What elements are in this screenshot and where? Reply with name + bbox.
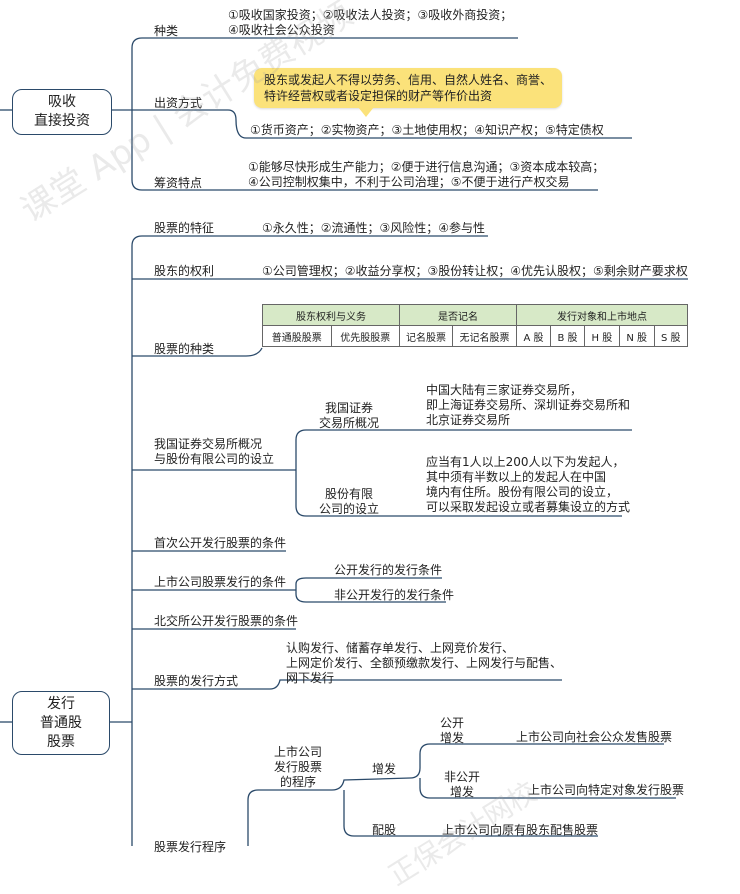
methods-text-underline: [269, 679, 562, 690]
public-add-text: 上市公司向社会公众发售股票: [516, 730, 673, 744]
table-cell: A 股: [516, 325, 551, 347]
root-node-label: 吸收 直接投资: [34, 94, 90, 129]
public-add-underline: [409, 743, 664, 779]
exchange-sub-label-overview: 我国证券 交易所概况: [318, 401, 379, 430]
branch-label-ipo: 首次公开发行股票的条件: [154, 536, 287, 550]
branch-label-bse: 北交所公开发行股票的条件: [154, 614, 299, 628]
branch-label-features: 筹资特点: [154, 176, 203, 190]
table-cell: 普通股股票: [262, 325, 332, 347]
peigu-underline: [343, 790, 598, 837]
table-cell: N 股: [618, 325, 655, 347]
listed-private-label: 非公开发行的发行条件: [334, 588, 455, 602]
branch-label-exchange: 我国证券交易所概况 与股份有限公司的设立: [154, 437, 275, 466]
branch-label-methods: 股票的发行方式: [154, 674, 239, 688]
listed-private-underline: [295, 590, 446, 603]
listed-public-underline: [295, 577, 442, 590]
procedure-zengfa-label: 增发: [372, 762, 397, 776]
branch-label-procedure: 股票发行程序: [154, 840, 227, 854]
private-add-label: 非公开 增发: [443, 770, 480, 799]
exchange-sub2-underline: [295, 470, 622, 517]
exchange-sub1-underline: [295, 429, 632, 470]
types-underline: [132, 347, 263, 357]
table-header-listing: 发行对象和上市地点: [516, 304, 688, 326]
branch-label-listed: 上市公司股票发行的条件: [154, 575, 287, 589]
peigu-text: 上市公司向原有股东配售股票: [442, 823, 599, 837]
branch-label-kinds: 种类: [154, 24, 179, 38]
contribution-sub-underline: [227, 109, 632, 139]
procedure-listed-underline: [247, 789, 332, 846]
table-cell: B 股: [549, 325, 586, 347]
stock-types-table: 股东权利与义务 是否记名 发行对象和上市地点 普通股股票 优先股股票 记名股票 …: [262, 304, 689, 347]
section1-bracket-top: [131, 37, 143, 49]
listed-public-label: 公开发行的发行条件: [334, 563, 443, 577]
branch-label-rights: 股东的权利: [154, 264, 215, 278]
section1-bracket-bottom: [131, 179, 143, 191]
branch-label-contribution: 出资方式: [154, 96, 203, 110]
table-cell: 无记名股票: [452, 325, 517, 347]
contribution-note-callout: 股东或发起人不得以劳务、信用、自然人姓名、商誉、 特许经营权或者设定担保的财产等…: [254, 68, 563, 117]
table-header-rights: 股东权利与义务: [262, 304, 400, 326]
rights-text: ①公司管理权；②收益分享权；③股份转让权；④优先认股权；⑤剩余财产要求权: [262, 264, 688, 278]
company-setup-text: 应当有1人以上200人以下为发起人， 其中须有半数以上的发起人在中国 境内有住所…: [426, 455, 631, 514]
features-text: ①能够尽快形成生产能力；②便于进行信息沟通；③资本成本较高； ④公司控制权集中，…: [248, 160, 605, 189]
mindmap: 吸收 直接投资 种类 ①吸收国家投资；②吸收法人投资；③吸收外商投资； ④吸收社…: [12, 0, 689, 892]
table-header-registered: 是否记名: [399, 304, 517, 326]
peigu-label: 配股: [372, 823, 397, 837]
section2-spine-top: [131, 235, 143, 247]
private-add-underline: [419, 778, 676, 799]
exchange-overview-text: 中国大陆有三家证券交易所， 即上海证券交易所、深圳证券交易所和 北京证券交易所: [426, 383, 631, 427]
exchange-sub-label-company: 股份有限 公司的设立: [318, 487, 379, 516]
table-cell: 优先股股票: [330, 325, 400, 347]
contribution-text: ①货币资产；②实物资产；③土地使用权；④知识产权；⑤特定债权: [250, 123, 604, 137]
root-node-label: 发行 普通股 股票: [40, 695, 82, 750]
root-node-direct-investment[interactable]: 吸收 直接投资: [12, 89, 112, 135]
table-cell: 记名股票: [398, 325, 454, 347]
mindmap-connector-layer: [0, 37, 688, 846]
table-cell: S 股: [653, 325, 689, 347]
public-add-label: 公开 增发: [439, 716, 464, 745]
root-node-common-stock[interactable]: 发行 普通股 股票: [12, 691, 110, 755]
procedure-listed-label: 上市公司 发行股票 的程序: [273, 745, 322, 789]
kinds-text: ①吸收国家投资；②吸收法人投资；③吸收外商投资； ④吸收社会公众投资: [228, 8, 513, 37]
branch-label-stock-features: 股票的特征: [154, 221, 215, 235]
branch-label-types: 股票的种类: [154, 342, 215, 356]
stock-features-text: ①永久性；②流通性；③风险性；④参与性: [262, 221, 486, 235]
procedure-zengfa-link: [331, 777, 411, 791]
table-cell: H 股: [584, 325, 620, 347]
methods-text: 认购发行、储蓄存单发行、上网竞价发行、 上网定价发行、全额预缴款发行、上网发行与…: [286, 641, 563, 685]
private-add-text: 上市公司向特定对象发行股票: [528, 783, 685, 797]
